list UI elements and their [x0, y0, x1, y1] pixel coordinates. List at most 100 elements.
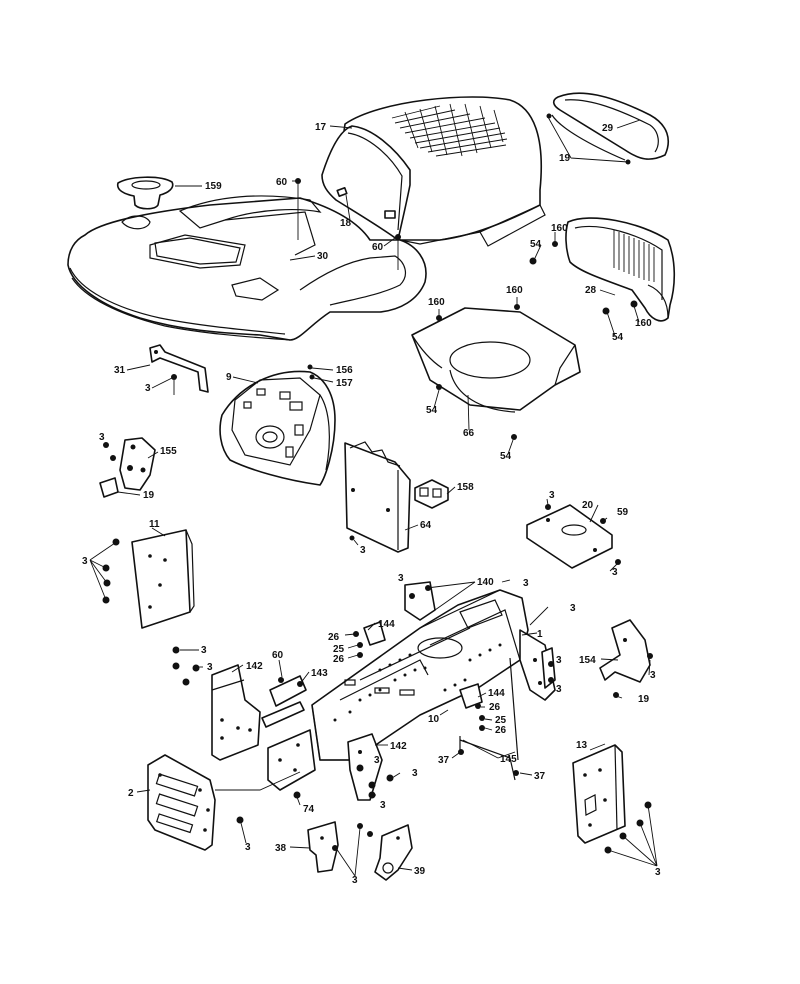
callout-label: 3 — [145, 383, 151, 394]
callout-label: 156 — [336, 365, 353, 376]
callout-label: 10 — [428, 714, 440, 725]
callout-label: 39 — [414, 866, 426, 877]
callout-label: 60 — [372, 242, 384, 253]
callout-label: 3 — [556, 655, 562, 666]
callout-label: 19 — [559, 153, 571, 164]
callout-label: 3 — [245, 842, 251, 853]
seat-support-plate — [344, 441, 411, 553]
callout-label: 3 — [201, 645, 207, 656]
mount-plate-20 — [526, 504, 621, 569]
callout-label: 143 — [311, 668, 328, 679]
callout-label: 144 — [488, 688, 505, 699]
callout-label: 3 — [523, 578, 529, 589]
main-frame — [311, 581, 556, 761]
callout-label: 142 — [246, 661, 263, 672]
callout-label: 3 — [352, 875, 358, 886]
callout-label: 19 — [638, 694, 650, 705]
hood-front-panel — [546, 92, 669, 165]
callout-label: 3 — [380, 800, 386, 811]
hood-vent-grille — [391, 103, 508, 157]
callout-label: 37 — [534, 771, 546, 782]
callout-label: 157 — [336, 378, 353, 389]
front-plate-2 — [147, 754, 244, 851]
callout-label: 142 — [390, 741, 407, 752]
callout-label: 64 — [420, 520, 432, 531]
cup-holder — [116, 176, 174, 210]
callout-label: 26 — [333, 654, 345, 665]
callout-label: 3 — [556, 684, 562, 695]
latch-bracket — [414, 479, 449, 509]
hood-assembly — [321, 96, 546, 247]
rear-panel-slots — [613, 230, 655, 282]
callout-label: 3 — [207, 662, 213, 673]
side-plate-11 — [102, 529, 195, 629]
callout-label: 30 — [317, 251, 329, 262]
brackets-38-39 — [307, 821, 413, 881]
callout-label: 3 — [398, 573, 404, 584]
callout-label: 160 — [635, 318, 652, 329]
callout-label: 26 — [489, 702, 501, 713]
callout-label: 29 — [602, 123, 614, 134]
callout-label: 140 — [477, 577, 494, 588]
callout-label: 3 — [570, 603, 576, 614]
right-plate-13 — [572, 744, 652, 854]
lower-bracket-142 — [293, 733, 394, 801]
callout-label: 59 — [617, 507, 629, 518]
top-fasteners — [295, 178, 401, 270]
callout-label: 9 — [226, 372, 232, 383]
callout-label: 54 — [426, 405, 438, 416]
callout-label: 160 — [551, 223, 568, 234]
callout-label: 38 — [275, 843, 287, 854]
callout-label: 3 — [650, 670, 656, 681]
control-bracket-left — [99, 437, 156, 498]
callout-label: 3 — [412, 768, 418, 779]
callout-label: 60 — [272, 650, 284, 661]
callout-label: 54 — [500, 451, 512, 462]
callout-label: 3 — [99, 432, 105, 443]
callout-label: 3 — [82, 556, 88, 567]
callout-label: 2 — [128, 788, 134, 799]
callout-label: 160 — [506, 285, 523, 296]
callout-label: 54 — [530, 239, 542, 250]
callout-label: 20 — [582, 500, 594, 511]
callout-label: 26 — [495, 725, 507, 736]
callout-label: 3 — [374, 755, 380, 766]
callout-label: 54 — [612, 332, 624, 343]
callout-label: 3 — [360, 545, 366, 556]
callout-label: 25 — [495, 715, 507, 726]
callout-label: 155 — [160, 446, 177, 457]
callout-label: 144 — [378, 619, 395, 630]
callout-label: 17 — [315, 122, 327, 133]
dash-panel — [219, 364, 336, 486]
callout-label: 66 — [463, 428, 475, 439]
callout-label: 3 — [612, 567, 618, 578]
rear-grille-panel — [529, 217, 676, 322]
callout-label: 25 — [333, 644, 345, 655]
leader-lines — [89, 116, 658, 877]
callout-label: 31 — [114, 365, 126, 376]
callout-label: 60 — [276, 177, 288, 188]
callout-label: 11 — [149, 519, 160, 530]
callout-label: 160 — [428, 297, 445, 308]
seat-bracket — [149, 344, 209, 395]
callout-label: 28 — [585, 285, 597, 296]
callout-label: 18 — [340, 218, 352, 229]
callout-label: 37 — [438, 755, 450, 766]
rod-145 — [458, 657, 519, 781]
fender-body — [67, 195, 427, 341]
callout-label: 1 — [537, 629, 543, 640]
callout-label: 3 — [655, 867, 661, 878]
frame-holes — [333, 643, 502, 722]
callout-label: 145 — [500, 754, 517, 765]
callout-label: 3 — [549, 490, 555, 501]
callout-label: 74 — [303, 804, 315, 815]
callout-label: 159 — [205, 181, 222, 192]
callout-label: 158 — [457, 482, 474, 493]
left-side-brackets — [172, 646, 316, 791]
seat-pan — [411, 304, 581, 440]
callout-label: 154 — [579, 655, 596, 666]
callout-label: 13 — [576, 740, 588, 751]
callout-label: 19 — [143, 490, 155, 501]
